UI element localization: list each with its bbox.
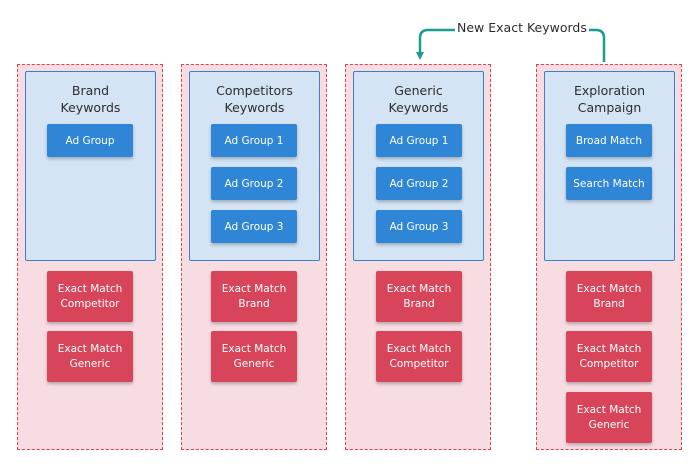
arrow-label: New Exact Keywords — [455, 20, 589, 35]
ad-group-button[interactable]: Ad Group 1 — [376, 124, 462, 157]
campaign-title: Competitors Keywords — [216, 83, 293, 115]
campaign-title: Exploration Campaign — [573, 83, 646, 115]
ad-group-button[interactable]: Ad Group 3 — [211, 210, 297, 243]
ad-group-button[interactable]: Ad Group — [47, 124, 133, 157]
negative-keyword-button[interactable]: Exact Match Brand — [566, 271, 652, 322]
ad-group-button[interactable]: Ad Group 1 — [211, 124, 297, 157]
negative-keyword-button[interactable]: Exact Match Brand — [211, 271, 297, 322]
campaign-box-brand: Brand Keywords — [25, 71, 156, 261]
negative-keyword-button[interactable]: Exact Match Brand — [376, 271, 462, 322]
negative-keyword-button[interactable]: Exact Match Competitor — [376, 331, 462, 382]
negative-keyword-button[interactable]: Exact Match Generic — [566, 392, 652, 443]
campaign-title: Brand Keywords — [60, 83, 121, 115]
search-match-button[interactable]: Search Match — [566, 167, 652, 200]
ad-group-button[interactable]: Ad Group 2 — [376, 167, 462, 200]
campaign-box-exploration: Exploration Campaign — [544, 71, 675, 261]
broad-match-button[interactable]: Broad Match — [566, 124, 652, 157]
negative-keyword-button[interactable]: Exact Match Generic — [211, 331, 297, 382]
negative-keyword-button[interactable]: Exact Match Competitor — [47, 271, 133, 322]
negative-keyword-button[interactable]: Exact Match Competitor — [566, 331, 652, 382]
ad-group-button[interactable]: Ad Group 2 — [211, 167, 297, 200]
ad-group-button[interactable]: Ad Group 3 — [376, 210, 462, 243]
campaign-title: Generic Keywords — [388, 83, 449, 115]
negative-keyword-button[interactable]: Exact Match Generic — [47, 331, 133, 382]
